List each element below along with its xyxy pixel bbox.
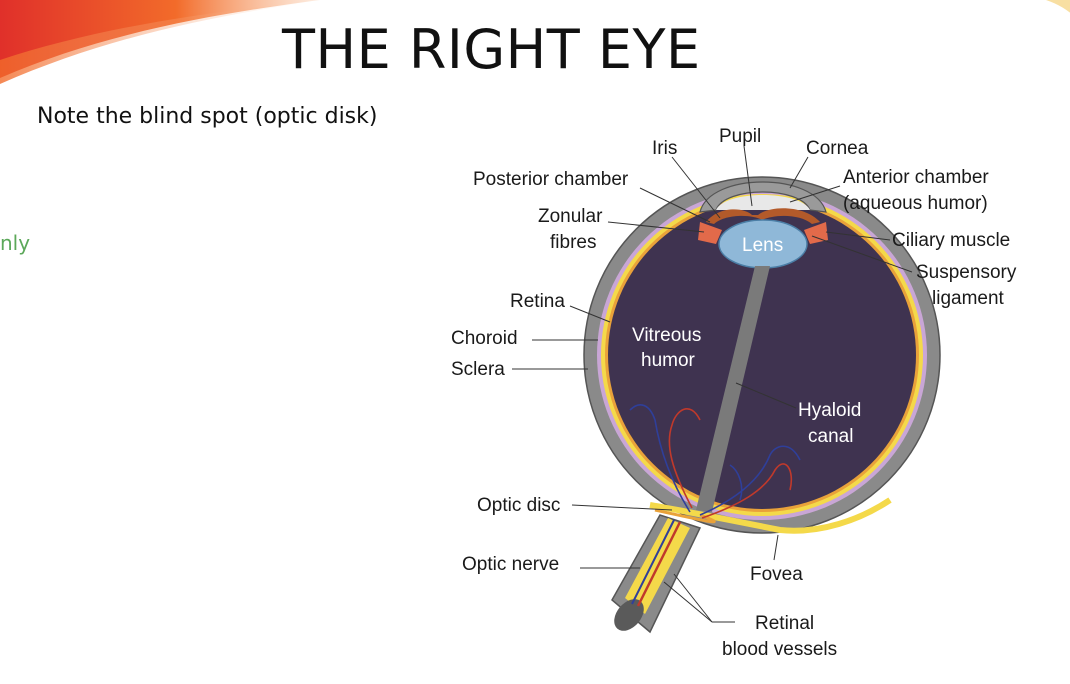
label-vitreous-1: Vitreous bbox=[632, 325, 701, 346]
label-cornea: Cornea bbox=[806, 138, 869, 159]
label-optic-disc: Optic disc bbox=[477, 495, 560, 516]
label-retina: Retina bbox=[510, 291, 565, 312]
label-suspensory-2: ligament bbox=[932, 288, 1005, 309]
label-ciliary-muscle: Ciliary muscle bbox=[892, 230, 1010, 251]
label-pupil: Pupil bbox=[719, 126, 761, 147]
optic-nerve-shape bbox=[608, 515, 700, 637]
label-optic-nerve: Optic nerve bbox=[462, 554, 559, 575]
label-zonular-2: fibres bbox=[550, 232, 596, 253]
label-sclera: Sclera bbox=[451, 359, 505, 380]
label-iris: Iris bbox=[652, 138, 677, 159]
label-retinal-vessels-1: Retinal bbox=[755, 613, 814, 634]
label-choroid: Choroid bbox=[451, 328, 518, 349]
label-fovea: Fovea bbox=[750, 564, 803, 585]
label-retinal-vessels-2: blood vessels bbox=[722, 639, 837, 660]
label-lens: Lens bbox=[742, 235, 783, 256]
label-hyaloid-2: canal bbox=[808, 426, 853, 447]
label-vitreous-2: humor bbox=[641, 350, 696, 371]
label-hyaloid-1: Hyaloid bbox=[798, 400, 861, 421]
label-anterior-chamber-1: Anterior chamber bbox=[843, 167, 989, 188]
label-zonular-1: Zonular bbox=[538, 206, 603, 227]
label-suspensory-1: Suspensory bbox=[916, 262, 1017, 283]
label-anterior-chamber-2: (aqueous humor) bbox=[843, 193, 988, 214]
label-posterior-chamber: Posterior chamber bbox=[473, 169, 629, 190]
